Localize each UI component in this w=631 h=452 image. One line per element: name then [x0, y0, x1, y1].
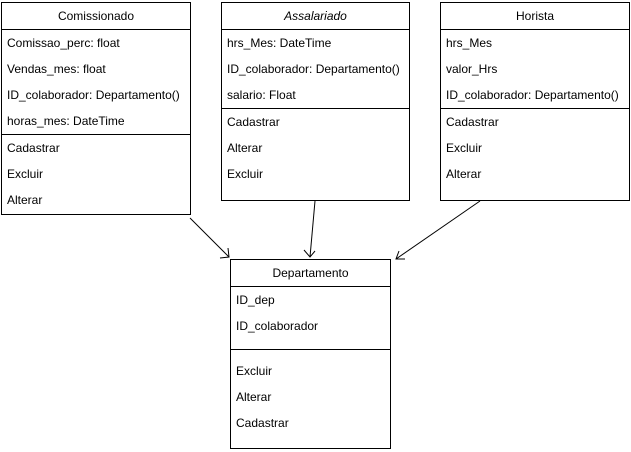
class-title-assalariado: Assalariado [222, 3, 409, 30]
attribute-id-colaborador: ID_colaborador [236, 319, 319, 333]
method-cadastrar: Cadastrar [227, 115, 280, 129]
attribute-comissao-perc: Comissao_perc: float [7, 36, 120, 50]
method-cadastrar: Cadastrar [236, 416, 289, 430]
attribute-valor-hrs: valor_Hrs [446, 62, 498, 76]
methods-comissionado: Cadastrar Excluir Alterar [2, 135, 190, 214]
method-cadastrar: Cadastrar [446, 115, 499, 129]
attribute-salario: salario: Float [227, 88, 296, 102]
methods-departamento: Excluir Alterar Cadastrar [231, 350, 390, 437]
method-alterar: Alterar [446, 167, 482, 181]
attribute-hrs-mes: hrs_Mes [446, 36, 493, 50]
methods-assalariado: Cadastrar Alterar Excluir [222, 109, 409, 188]
method-alterar: Alterar [227, 141, 263, 155]
attribute-id-dep: ID_dep [236, 293, 275, 307]
methods-horista: Cadastrar Excluir Alterar [441, 109, 629, 188]
attribute-id-colaborador: ID_colaborador: Departamento() [7, 88, 180, 102]
method-excluir: Excluir [227, 167, 264, 181]
attributes-comissionado: Comissao_perc: float Vendas_mes: float I… [2, 30, 190, 135]
arrow-comissionado-to-departamento [189, 217, 230, 259]
method-excluir: Excluir [446, 141, 483, 155]
attribute-id-colaborador: ID_colaborador: Departamento() [227, 62, 400, 76]
attribute-horas-mes: horas_mes: DateTime [7, 114, 125, 128]
class-departamento[interactable]: Departamento ID_dep ID_colaborador Exclu… [230, 259, 391, 449]
arrow-horista-to-departamento [395, 200, 481, 260]
class-title-horista: Horista [441, 3, 629, 30]
class-horista[interactable]: Horista hrs_Mes valor_Hrs ID_colaborador… [440, 2, 630, 201]
class-title-comissionado: Comissionado [2, 3, 190, 30]
class-assalariado[interactable]: Assalariado hrs_Mes: DateTime ID_colabor… [221, 2, 410, 201]
attribute-id-colaborador: ID_colaborador: Departamento() [446, 88, 619, 102]
attributes-horista: hrs_Mes valor_Hrs ID_colaborador: Depart… [441, 30, 629, 109]
class-title-departamento: Departamento [231, 260, 390, 287]
arrow-assalariado-to-departamento [303, 200, 316, 258]
class-comissionado[interactable]: Comissionado Comissao_perc: float Vendas… [1, 2, 191, 215]
method-alterar: Alterar [7, 193, 43, 207]
method-cadastrar: Cadastrar [7, 141, 60, 155]
attributes-assalariado: hrs_Mes: DateTime ID_colaborador: Depart… [222, 30, 409, 109]
attribute-vendas-mes: Vendas_mes: float [7, 62, 106, 76]
method-excluir: Excluir [7, 167, 44, 181]
attribute-hrs-mes: hrs_Mes: DateTime [227, 36, 332, 50]
method-alterar: Alterar [236, 390, 272, 404]
attributes-departamento: ID_dep ID_colaborador [231, 287, 390, 350]
method-excluir: Excluir [236, 364, 273, 378]
